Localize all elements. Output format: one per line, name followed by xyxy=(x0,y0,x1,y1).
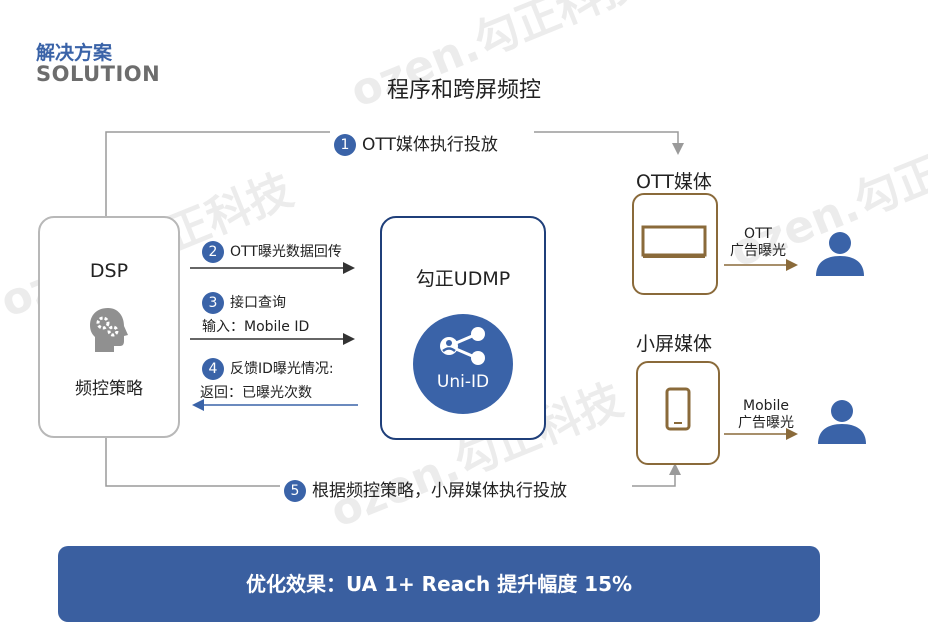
section-title-en: SOLUTION xyxy=(36,62,161,86)
udmp-label: 勾正UDMP xyxy=(415,268,511,290)
uni-id-label: Uni-ID xyxy=(436,372,490,392)
step-number: 2 xyxy=(202,241,224,263)
mobile-phone-icon xyxy=(665,387,691,431)
step-number: 4 xyxy=(202,358,224,380)
step-text: 根据频控策略，小屏媒体执行投放 xyxy=(312,481,567,501)
step-5-label: 5 根据频控策略，小屏媒体执行投放 xyxy=(284,476,567,502)
exposure-line: Mobile xyxy=(743,398,789,414)
small-exposure-label: Mobile 广告曝光 xyxy=(733,398,799,432)
step-text: 接口查询 xyxy=(230,295,286,311)
diagram-title: 程序和跨屏频控 xyxy=(386,78,541,103)
person-icon xyxy=(818,400,866,444)
ott-media-title: OTT媒体 xyxy=(636,171,712,193)
udmp-box: 勾正UDMP Uni-ID xyxy=(380,216,546,440)
step-number: 3 xyxy=(202,292,224,314)
uni-id-circle: Uni-ID xyxy=(413,314,513,414)
exposure-line: 广告曝光 xyxy=(738,415,794,431)
step-1-label: 1 OTT媒体执行投放 xyxy=(334,130,498,156)
step-4-sub: 返回：已曝光次数 xyxy=(200,385,312,401)
exposure-line: OTT xyxy=(744,226,772,242)
step-4-label: 4 反馈ID曝光情况: xyxy=(202,358,334,380)
brain-gear-icon xyxy=(90,308,128,352)
share-network-icon xyxy=(440,327,485,365)
small-media-title: 小屏媒体 xyxy=(636,333,713,355)
step-number: 1 xyxy=(334,134,356,156)
small-media-box xyxy=(636,361,720,465)
step-text: OTT媒体执行投放 xyxy=(362,135,498,155)
dsp-label: DSP xyxy=(89,260,129,282)
dsp-box: DSP 频控策略 xyxy=(38,216,180,438)
ott-exposure-label: OTT 广告曝光 xyxy=(729,226,787,260)
ott-media-box xyxy=(632,193,718,295)
step-number: 5 xyxy=(284,480,306,502)
person-icon xyxy=(816,232,864,276)
step-2-label: 2 OTT曝光数据回传 xyxy=(202,241,342,263)
tv-icon xyxy=(641,225,707,258)
exposure-line: 广告曝光 xyxy=(730,243,786,259)
dsp-strategy-label: 频控策略 xyxy=(75,379,143,399)
step-text: 反馈ID曝光情况: xyxy=(230,361,334,377)
step-3-label: 3 接口查询 xyxy=(202,292,286,314)
step-3-sub: 输入：Mobile ID xyxy=(202,319,310,335)
section-title-cn: 解决方案 xyxy=(36,42,113,64)
result-banner: 优化效果：UA 1+ Reach 提升幅度 15% xyxy=(58,546,820,622)
step-text: OTT曝光数据回传 xyxy=(230,244,342,260)
